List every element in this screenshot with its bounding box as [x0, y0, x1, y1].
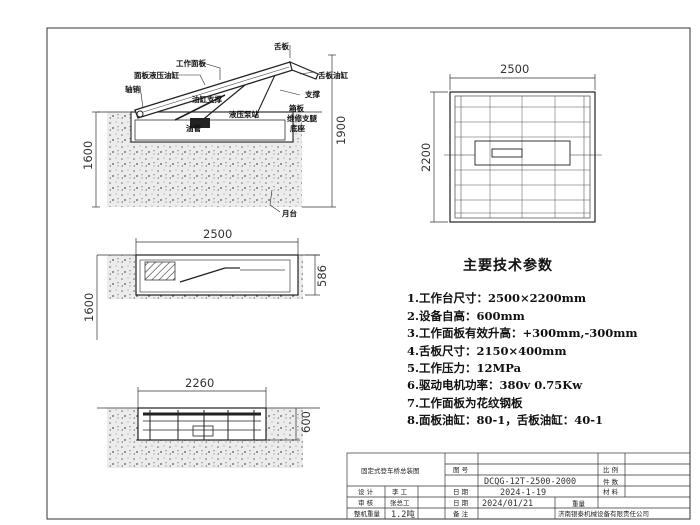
tb-cailiao-label: 材 料	[603, 487, 619, 496]
spec-item: 5.工作压力：12MPa	[407, 361, 522, 376]
dim-mid-depth: 1600	[82, 293, 96, 322]
tb-tuhao-label: 图 号	[453, 466, 469, 474]
dim-mid-height: 586	[315, 265, 329, 287]
axle-pin	[136, 110, 144, 118]
middle-view	[96, 238, 320, 340]
tb-checker: 张总工	[390, 498, 410, 507]
spec-item: 8.面板油缸：80-1，舌板油缸：40-1	[407, 413, 604, 428]
label-box: 箱板	[289, 103, 304, 113]
tb-date-label-2: 日 期	[453, 499, 469, 507]
tongue-plate	[289, 60, 319, 80]
label-axle-pin: 轴销	[125, 84, 140, 94]
label-panel-cylinder: 面板液压油缸	[134, 70, 179, 80]
label-tongue: 舌板	[274, 41, 289, 51]
spec-item: 6.驱动电机功率：380v 0.75Kw	[407, 378, 583, 393]
tb-date-label-1: 日 期	[453, 488, 469, 496]
spec-item: 2.设备自高：600mm	[407, 308, 525, 323]
dim-plan-width: 2200	[419, 143, 433, 172]
tb-design-label: 设 计	[358, 487, 374, 496]
tb-bili-label: 比 例	[603, 465, 618, 474]
label-pipe: 油管	[186, 123, 201, 133]
tb-drawing-no: DCQG-12T-2500-2000	[484, 477, 576, 487]
label-work-panel: 工作面板	[176, 58, 206, 68]
tb-designer: 李 工	[392, 487, 408, 496]
label-hyd-station: 液压泵站	[229, 109, 259, 119]
plan-outline	[449, 91, 596, 223]
panel-cylinder	[174, 94, 226, 121]
tb-jianshu-label: 件 数	[603, 477, 619, 486]
dim-pit-depth: 600	[299, 411, 313, 433]
spec-item: 4.舌板尺寸：2150×400mm	[407, 343, 567, 358]
spec-item: 1.工作台尺寸：2500×2200mm	[407, 291, 586, 306]
cylinder-assembly	[474, 140, 571, 166]
tb-check-label: 审 核	[358, 498, 374, 507]
label-platform: 月台	[281, 208, 297, 218]
tb-zhongliang-label: 重量	[572, 500, 586, 508]
dim-mid-length: 2500	[203, 227, 232, 241]
tb-company: 济南银泰机械设备有限责任公司	[558, 509, 649, 518]
hatched-base	[144, 261, 176, 281]
spec-list: 主要技术参数 1.工作台尺寸：2500×2200mm 2.设备自高：600mm …	[407, 258, 677, 430]
spec-title: 主要技术参数	[463, 258, 553, 274]
dim-plan-length: 2500	[500, 62, 529, 76]
spec-item: 3.工作面板有效升高：+300mm,-300mm	[407, 326, 638, 341]
tb-weight: 1.2吨	[391, 509, 415, 520]
dim-side-height: 1900	[334, 116, 348, 145]
plan-view	[430, 74, 602, 223]
pit	[130, 111, 294, 143]
dim-pit-length: 2260	[185, 376, 214, 390]
tb-weight-label: 整机重量	[354, 509, 381, 518]
label-service-support: 维修支腿	[287, 113, 317, 123]
dim-side-depth: 1600	[81, 141, 95, 170]
hydraulic-station	[190, 118, 210, 128]
tb-drawing-name: 固定式登车桥总装图	[361, 466, 420, 475]
label-tongue-cylinder: 舌板油缸	[318, 70, 348, 80]
label-support: 支撑	[304, 89, 320, 99]
tb-design-date: 2024-1-19	[500, 488, 546, 498]
tb-check-date: 2024/01/21	[482, 499, 533, 509]
tb-note-label: 备 注	[453, 509, 469, 518]
side-view	[92, 45, 336, 213]
spec-item: 7.工作面板为花纹钢板	[407, 395, 523, 410]
title-block	[346, 452, 691, 520]
pit-view	[97, 387, 320, 468]
label-cyl-support: 油缸支撑	[192, 94, 222, 104]
label-base: 底座	[290, 123, 305, 133]
